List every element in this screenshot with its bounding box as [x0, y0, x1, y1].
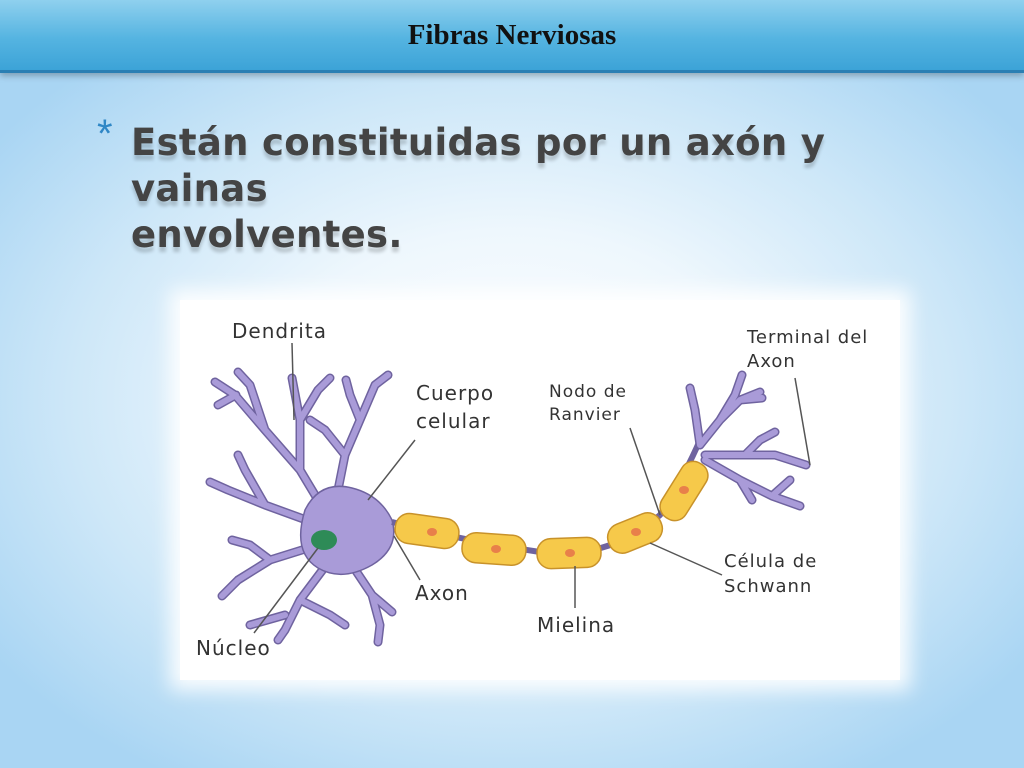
- axon-terminal: [685, 370, 811, 511]
- leader-cuerpo: [367, 439, 416, 501]
- cell-body: [299, 485, 395, 575]
- label-nodo-2: Ranvier: [549, 405, 621, 425]
- schwann-nucleus: [631, 528, 641, 536]
- schwann-nucleus: [427, 528, 437, 536]
- label-terminal-2: Axon: [747, 351, 796, 372]
- diagram-labels: Dendrita Cuerpo celular Nodo de Ranvier …: [196, 319, 868, 660]
- bullet-text: Están constituidas por un axón y vainas …: [131, 120, 931, 258]
- label-schwann-1: Célula de: [724, 551, 817, 572]
- neuron: [205, 367, 811, 647]
- slide-title: Fibras Nerviosas: [407, 19, 617, 51]
- schwann-nucleus: [565, 549, 575, 557]
- leader-nodo: [629, 427, 661, 516]
- leader-dendrita: [291, 342, 295, 421]
- leader-schwann: [649, 542, 723, 576]
- dendrite-fill: [207, 369, 395, 645]
- label-cuerpo-1: Cuerpo: [416, 381, 494, 405]
- label-mielina: Mielina: [537, 613, 615, 637]
- schwann-nucleus: [679, 486, 689, 494]
- cell-nucleus: [311, 530, 337, 550]
- leader-axon: [393, 535, 421, 581]
- myelin-sheath: [394, 460, 709, 570]
- bullet-line-2: envolventes.: [131, 213, 403, 256]
- schwann-nucleus: [491, 545, 501, 553]
- label-axon: Axon: [415, 581, 469, 605]
- leader-lines: [253, 342, 811, 634]
- axon-terminal-fill: [687, 372, 809, 509]
- title-bar: Fibras Nerviosas: [0, 0, 1024, 73]
- label-nucleo: Núcleo: [196, 636, 271, 660]
- bullet-symbol: *: [97, 112, 113, 156]
- schwann-cell: [394, 512, 460, 550]
- label-terminal-1: Terminal del: [746, 327, 868, 348]
- label-cuerpo-2: celular: [416, 409, 491, 433]
- dendrites: [205, 367, 397, 647]
- bullet-line-1: Están constituidas por un axón y vainas: [131, 121, 826, 210]
- label-schwann-2: Schwann: [724, 576, 812, 597]
- myelin-nuclei: [427, 486, 689, 557]
- leader-terminal: [794, 377, 811, 466]
- label-dendrita: Dendrita: [232, 319, 327, 343]
- leader-nucleo: [253, 547, 319, 634]
- label-nodo-1: Nodo de: [549, 382, 627, 402]
